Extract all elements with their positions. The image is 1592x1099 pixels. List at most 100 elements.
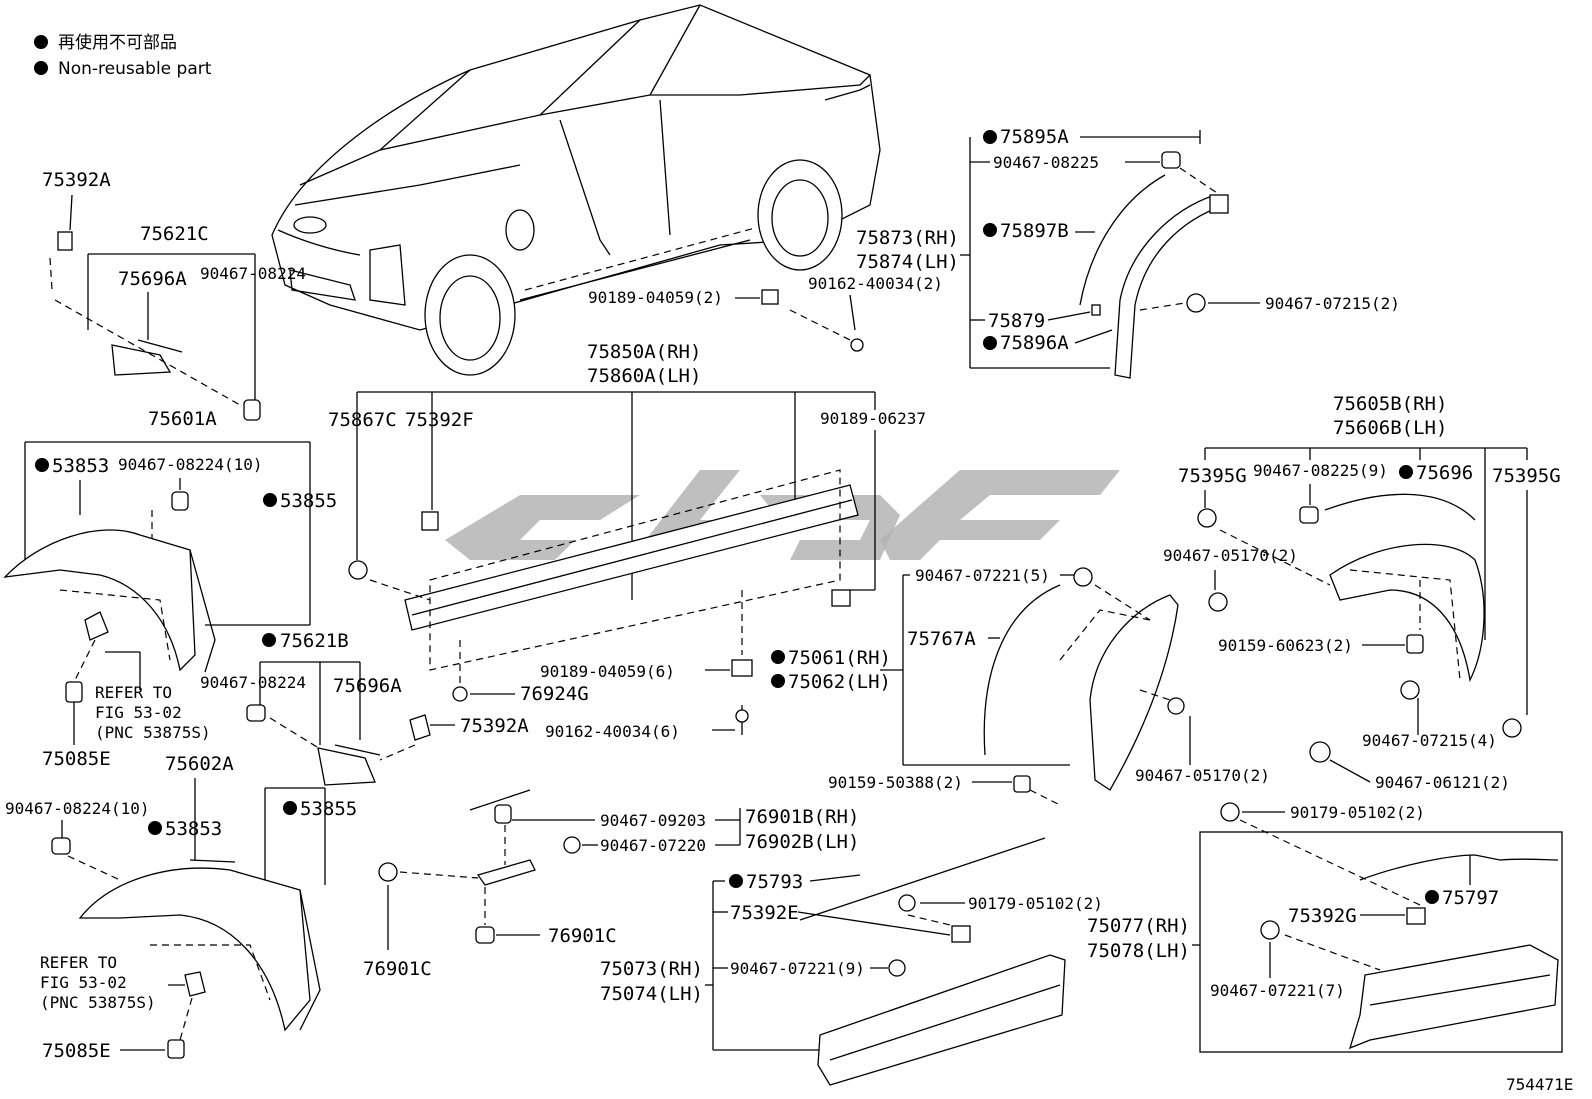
detail-frame bbox=[1199, 831, 1563, 1053]
part-label: 75085E bbox=[42, 1040, 111, 1062]
part-label: 75621B bbox=[280, 630, 349, 652]
part-label: 75392G bbox=[1288, 905, 1357, 927]
part-label: 76901C bbox=[363, 958, 432, 980]
refer-note-line-2: FIG 53-02 bbox=[95, 703, 182, 722]
clip-icon bbox=[1502, 718, 1522, 738]
clip-icon bbox=[1220, 802, 1240, 822]
part-label: 75392E bbox=[730, 902, 799, 924]
part-label: 75602A bbox=[165, 753, 234, 775]
part-label: 76902B(LH) bbox=[745, 831, 859, 853]
part-label: 75077(RH) bbox=[1087, 915, 1190, 937]
part-label: 75392A bbox=[460, 715, 529, 737]
part-label: 75062(LH) bbox=[788, 671, 891, 693]
clip-icon bbox=[1406, 907, 1426, 925]
part-label: 90467-05170(2) bbox=[1135, 766, 1270, 785]
part-label: 75874(LH) bbox=[856, 251, 959, 273]
part-label: 90467-08224 bbox=[200, 264, 306, 283]
part-label: 90467-07215(4) bbox=[1362, 731, 1497, 750]
part-label: 75696 bbox=[1416, 462, 1473, 484]
part-label: 75793 bbox=[746, 871, 803, 893]
part-label: 75860A(LH) bbox=[587, 365, 701, 387]
washer-icon bbox=[1309, 741, 1331, 763]
part-label: 90467-08225 bbox=[993, 153, 1099, 172]
non-reusable-bullet-icon bbox=[729, 874, 743, 888]
refer-note-line-3: (PNC 53875S) bbox=[95, 723, 211, 742]
part-label: 90467-08224(10) bbox=[118, 455, 263, 474]
part-label: 90467-05170(2) bbox=[1163, 546, 1298, 565]
screw-icon bbox=[167, 1039, 185, 1059]
bracket-icon bbox=[1209, 194, 1229, 214]
rocker-panel-molding-group: 90189-04059(2) 90162-40034(2) 75850A(RH)… bbox=[328, 274, 943, 741]
clip-icon bbox=[951, 925, 971, 943]
part-label: 90467-09203 bbox=[600, 811, 706, 830]
part-label: 75797 bbox=[1442, 887, 1499, 909]
clip-icon bbox=[1091, 304, 1101, 316]
door-handle-garnish-group: 90467-09203 90467-07220 76901B(RH) 76902… bbox=[363, 789, 859, 980]
rear-molding-group: 75621B 90467-08224 75696A 75392A bbox=[200, 630, 529, 786]
screw-icon bbox=[65, 681, 83, 703]
clip-icon bbox=[898, 894, 916, 912]
screw-clip-icon bbox=[243, 399, 261, 421]
clip-icon bbox=[378, 862, 398, 882]
screw-icon bbox=[850, 338, 864, 352]
part-label: 53853 bbox=[52, 455, 109, 477]
refer-note-line-1: REFER TO bbox=[40, 953, 117, 972]
part-label: 90467-07221(5) bbox=[915, 566, 1050, 585]
non-reusable-bullet-icon bbox=[283, 801, 297, 815]
part-label: 75621C bbox=[140, 223, 209, 245]
part-label: 75078(LH) bbox=[1087, 940, 1190, 962]
part-label: 75601A bbox=[148, 408, 217, 430]
rear-fender-liner-group: 75602A 90467-08224(10) 53853 53855 REFER… bbox=[5, 753, 357, 1062]
refer-note-line-1: REFER TO bbox=[95, 683, 172, 702]
garnish-icon bbox=[476, 859, 536, 886]
fender-liner-lower-icon bbox=[78, 867, 311, 1032]
legend-label-english: Non-reusable part bbox=[58, 59, 212, 79]
part-label: 75395G bbox=[1492, 465, 1561, 487]
non-reusable-bullet-icon bbox=[263, 493, 277, 507]
part-label: 90159-50388(2) bbox=[828, 773, 963, 792]
part-label: 90467-07221(9) bbox=[730, 959, 865, 978]
screw-icon bbox=[1406, 634, 1424, 654]
mudguard-group: 90467-07221(5) 75767A 75061(RH) 75062(LH… bbox=[771, 566, 1425, 906]
molding-piece-icon bbox=[111, 344, 172, 376]
non-reusable-bullet-icon bbox=[148, 821, 162, 835]
part-label: 75897B bbox=[1000, 220, 1069, 242]
clip-icon bbox=[831, 589, 851, 607]
part-label: 90467-08224(10) bbox=[5, 799, 150, 818]
rear-side-cover-group: 75797 75077(RH) 75078(LH) 75392G 90467-0… bbox=[1087, 831, 1563, 1053]
part-label: 75395G bbox=[1178, 465, 1247, 487]
part-label: 90467-07221(7) bbox=[1210, 981, 1345, 1000]
clip-icon bbox=[888, 959, 906, 977]
part-label: 75392F bbox=[405, 409, 474, 431]
clip-icon bbox=[409, 714, 431, 741]
part-label: 75392A bbox=[42, 169, 111, 191]
clip-icon bbox=[421, 511, 439, 531]
part-label: 90179-05102(2) bbox=[968, 894, 1103, 913]
clip-icon bbox=[1197, 508, 1217, 528]
part-label: 90467-06121(2) bbox=[1375, 773, 1510, 792]
diagram-id: 754471E bbox=[1506, 1075, 1573, 1094]
legend-label-japanese: 再使用不可部品 bbox=[58, 32, 177, 53]
non-reusable-bullet-icon bbox=[1399, 465, 1413, 479]
part-label: 90189-04059(2) bbox=[588, 288, 723, 307]
clip-icon bbox=[57, 231, 73, 251]
rear-wheel-arch-group: 75605B(RH) 75606B(LH) 75395G 90467-08225… bbox=[1163, 393, 1561, 792]
wheel-arch-molding-group: 75895A 90467-08225 75873(RH) 75874(LH) 7… bbox=[856, 126, 1400, 379]
part-label: 90189-04059(6) bbox=[540, 662, 675, 681]
clip-icon bbox=[475, 926, 495, 944]
clip-icon bbox=[1260, 920, 1280, 940]
part-label: 90189-06237 bbox=[820, 409, 926, 428]
part-label: 90179-05102(2) bbox=[1290, 803, 1425, 822]
rear-arch-molding-icon bbox=[1329, 543, 1485, 683]
screw-icon bbox=[1013, 775, 1031, 793]
part-label: 75061(RH) bbox=[788, 647, 891, 669]
non-reusable-bullet-icon bbox=[983, 130, 997, 144]
part-label: 90162-40034(6) bbox=[545, 722, 680, 741]
clip-icon bbox=[348, 560, 368, 580]
non-reusable-bullet-icon bbox=[34, 61, 48, 75]
part-label: 90467-07220 bbox=[600, 836, 706, 855]
part-label: 75696A bbox=[333, 675, 402, 697]
part-label: 53855 bbox=[280, 490, 337, 512]
